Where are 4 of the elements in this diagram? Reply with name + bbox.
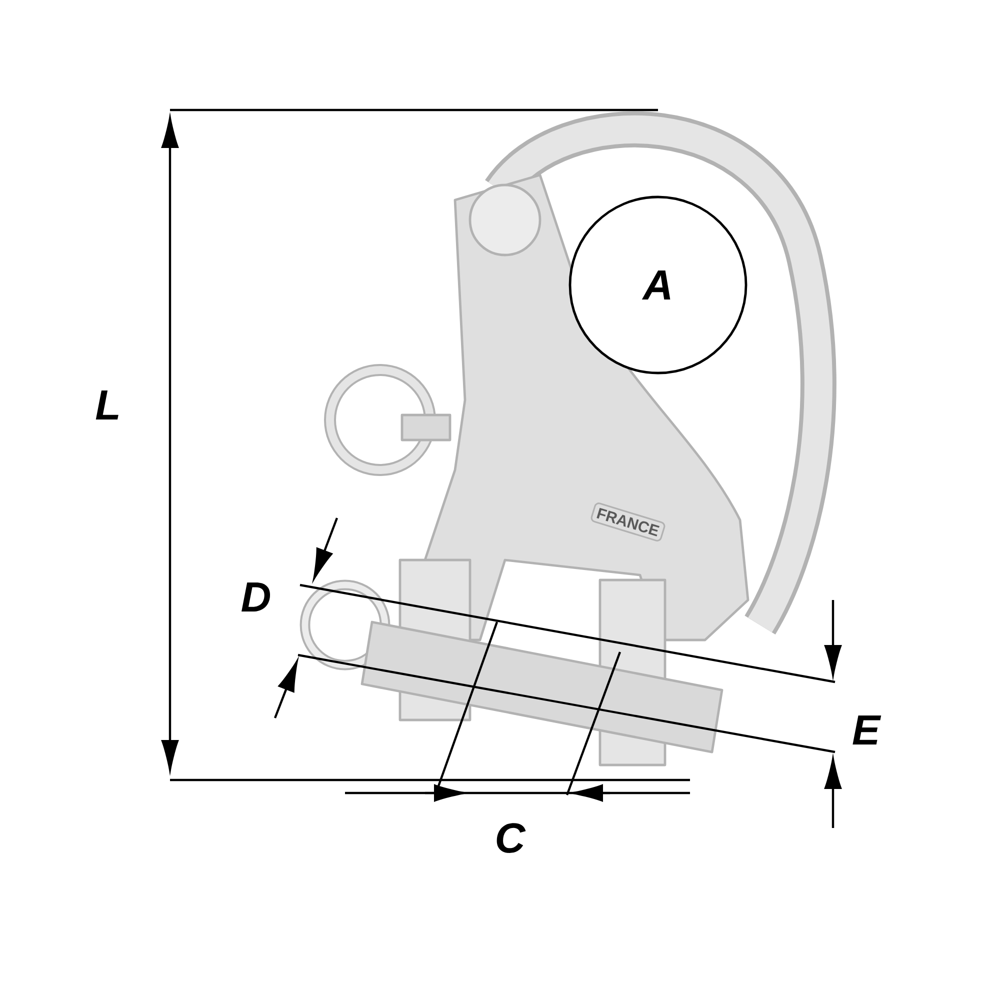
dimension-label: E [852, 716, 882, 745]
dimension-label: C [496, 823, 526, 853]
dimension-label: L [96, 390, 118, 420]
dimension-label: D [242, 582, 270, 612]
